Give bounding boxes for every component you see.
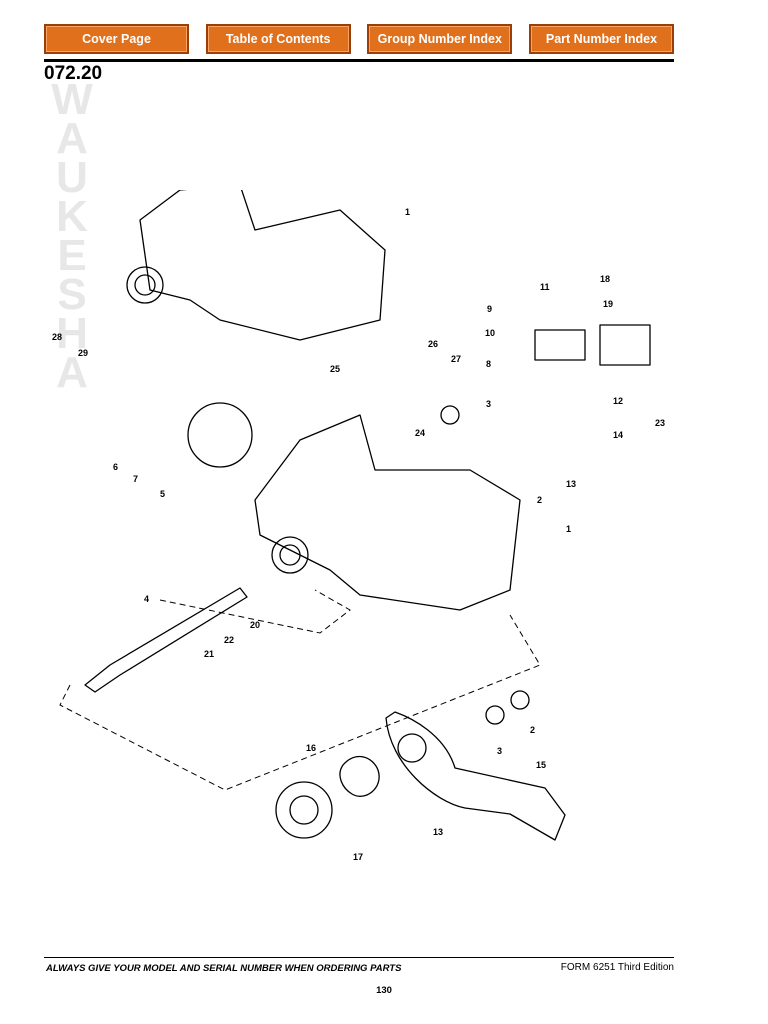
callout-label: 25 — [330, 364, 340, 374]
bracket — [534, 329, 586, 361]
group-number-index-button[interactable]: Group Number Index — [367, 24, 513, 54]
callout-label: 2 — [530, 725, 535, 735]
callout-label: 15 — [536, 760, 546, 770]
callout-label: 4 — [144, 594, 149, 604]
callout-label: 6 — [113, 462, 118, 472]
callout-label: 13 — [433, 827, 443, 837]
part-number-index-button[interactable]: Part Number Index — [528, 24, 674, 54]
cover-plate — [187, 402, 253, 468]
callout-label: 3 — [497, 746, 502, 756]
cover-page-button[interactable]: Cover Page — [44, 24, 189, 54]
watermark-letter: A — [56, 114, 88, 163]
callout-label: 28 — [52, 332, 62, 342]
callout-label: 20 — [250, 620, 260, 630]
watermark-letter: S — [57, 270, 87, 319]
nav-bar: Cover Page Table of Contents Group Numbe… — [44, 24, 674, 54]
gasket — [339, 755, 380, 797]
callout-label: 22 — [224, 635, 234, 645]
table-of-contents-button[interactable]: Table of Contents — [205, 24, 351, 54]
callout-label: 27 — [451, 354, 461, 364]
flange — [275, 781, 333, 839]
callout-label: 7 — [133, 474, 138, 484]
callout-label: 26 — [428, 339, 438, 349]
callout-label: 14 — [613, 430, 623, 440]
callout-label: 18 — [600, 274, 610, 284]
callout-label: 17 — [353, 852, 363, 862]
watermark-letter: A — [56, 348, 88, 397]
watermark-letter: W — [51, 75, 93, 124]
footer-rule — [44, 957, 674, 958]
callout-label: 10 — [485, 328, 495, 338]
watermark-letter: U — [56, 153, 88, 202]
callout-label: 1 — [405, 207, 410, 217]
shaft — [84, 587, 248, 693]
callout-label: 19 — [603, 299, 613, 309]
ordering-notice: ALWAYS GIVE YOUR MODEL AND SERIAL NUMBER… — [46, 963, 402, 974]
page-title: 072.20 — [44, 63, 103, 84]
form-number: FORM 6251 Third Edition — [560, 962, 674, 973]
lever — [385, 711, 566, 841]
callout-label: 11 — [540, 282, 550, 292]
callout-label: 13 — [566, 479, 576, 489]
upper-manifold-housing — [139, 190, 386, 341]
callout-label: 12 — [613, 396, 623, 406]
watermark-letter: H — [56, 309, 88, 358]
page-number: 130 — [376, 985, 392, 996]
lower-manifold-housing — [254, 414, 521, 611]
callout-label: 29 — [78, 348, 88, 358]
callout-label: 3 — [486, 399, 491, 409]
callout-label: 24 — [415, 428, 425, 438]
callout-label: 16 — [306, 743, 316, 753]
callout-label: 23 — [655, 418, 665, 428]
callout-label: 9 — [487, 304, 492, 314]
callout-label: 1 — [566, 524, 571, 534]
callout-label: 2 — [537, 495, 542, 505]
watermark-letter: E — [57, 231, 87, 280]
header-rule — [44, 59, 674, 62]
watermark-letter: K — [56, 192, 88, 241]
callout-label: 5 — [160, 489, 165, 499]
callout-label: 8 — [486, 359, 491, 369]
block — [599, 324, 651, 366]
callout-label: 21 — [204, 649, 214, 659]
